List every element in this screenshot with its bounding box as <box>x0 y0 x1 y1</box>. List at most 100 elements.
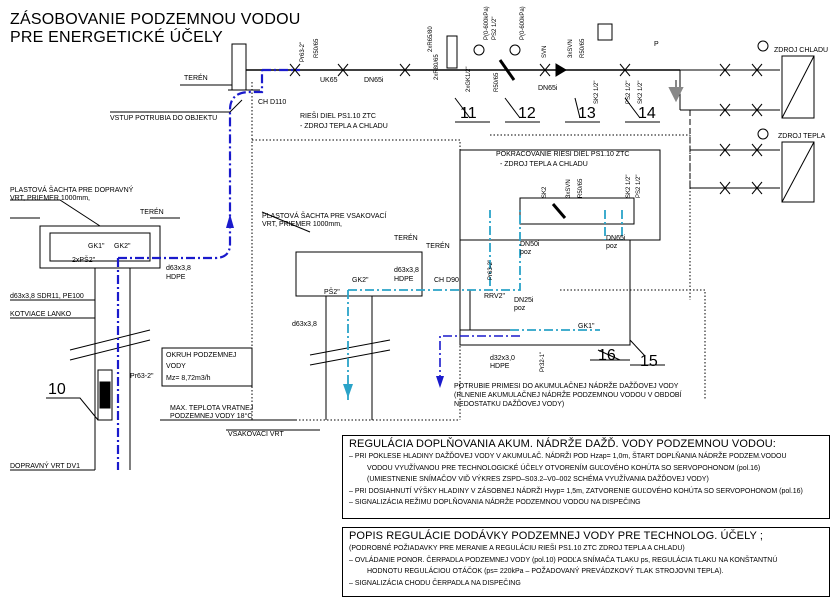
label-dn50: DN50i <box>520 241 540 248</box>
check-valve-icon <box>555 63 567 77</box>
label-sk2-top-b: SK2 1/2" <box>638 81 644 104</box>
pressure-gauge-icon <box>757 40 769 52</box>
callout-13: 13 <box>578 105 596 122</box>
pipe-blue-supply <box>118 70 264 260</box>
label-ps2-top-b: PS2 1/2" <box>626 81 632 104</box>
boundary-dotted-left <box>251 82 460 421</box>
label-kotvacie: KOTVIACE LANKO <box>10 311 72 318</box>
label-hdpe-3: HDPE <box>490 363 510 370</box>
label-dn65i: DN65i <box>364 77 384 84</box>
label-ps2-top: PS2 1/2" <box>492 17 498 40</box>
flow-arrow-up-icon <box>226 214 234 228</box>
label-max-2: PODZEMNEJ VODY 18°C <box>170 412 252 420</box>
box1-line: VODOU VYUŽÍVANOU PRE TECHNOLOGICKÉ ÚČELY… <box>367 464 761 472</box>
label-d63-right: d63x3,8 <box>394 267 419 274</box>
label-ps2-right: PŠ2" <box>324 287 340 296</box>
label-vsak-vrt: VSAKOVACÍ VRT <box>228 429 284 438</box>
well-vsak-casing <box>325 296 373 420</box>
label-doprav-vrt: DOPRAVNÝ VRT DV1 <box>10 461 80 470</box>
label-gk2: GK2" <box>114 243 131 250</box>
label-p-mark: P <box>654 41 659 48</box>
callout-11: 11 <box>460 105 477 122</box>
label-riesi-1: RIEŠI DIEL PS1.10 ZTC <box>300 111 376 120</box>
label-sk2-top: SK2 1/2" <box>594 81 600 104</box>
popis-regulacie-box: POPIS REGULÁCIE DODÁVKY PODZEMNEJ VODY P… <box>342 527 830 597</box>
valve-icon <box>719 63 731 77</box>
label-dn65i-3: DN65i <box>606 235 626 242</box>
box1-heading: REGULÁCIA DOPLŇOVANIA AKUM. NÁDRŽE DAŽĎ.… <box>349 438 776 450</box>
label-hdpe-right: HDPE <box>394 276 414 283</box>
box1-line: – PRI DOSIAHNUTÍ VÝŠKY HLADINY V ZÁSOBNE… <box>349 487 803 495</box>
label-pokracovanie-1: POKRAČOVANIE RIEŠI DIEL PS1.10 ZTC <box>496 149 629 158</box>
regulacia-doplnovania-box: REGULÁCIA DOPLŇOVANIA AKUM. NÁDRŽE DAŽĎ.… <box>342 435 830 519</box>
label-gk1-right: GK1" <box>578 323 595 330</box>
flow-arrow-down-icon <box>436 376 444 388</box>
label-ch-d110: CH D110 <box>258 99 286 106</box>
label-2xr65: 2xR65/80 <box>428 26 434 52</box>
label-d63-sdr: d63x3,8 SDR11, PE100 <box>10 293 84 300</box>
label-sk2-tank: SK2 <box>542 186 548 198</box>
label-okruh-1: OKRUH PODZEMNEJ <box>166 352 236 359</box>
valve-icon <box>289 63 301 77</box>
label-p600-b: P(0-600kPa) <box>520 6 526 40</box>
label-plast-doprav-1: PLASTOVÁ ŠACHTA PRE DOPRAVNÝ <box>10 185 134 194</box>
label-primes-3: NEDOSTATKU DAŽĎOVEJ VODY) <box>454 399 564 408</box>
valve-icon <box>751 181 763 195</box>
label-teren-top: TERÉN <box>184 73 208 82</box>
label-plast-vsak-1: PLASTOVÁ ŠACHTA PRE VSAKOVACÍ <box>262 211 387 220</box>
label-3xsvn-top: 3xSVN <box>568 39 574 58</box>
pressure-gauge-icon <box>509 44 521 56</box>
label-gk2-right: GK2" <box>352 277 369 284</box>
label-max-1: MAX. TEPLOTA VRATNEJ <box>170 405 253 412</box>
label-r50-65-b: R50/65 <box>494 72 500 92</box>
callout-16: 16 <box>598 347 616 364</box>
boundary-dotted-top <box>252 139 461 150</box>
valve-icon <box>619 63 631 77</box>
well-dv1-casing <box>94 268 131 470</box>
label-pr63-tank: Pr63-2" <box>488 260 494 280</box>
label-okruh-3: Mz= 8,72m3/h <box>166 375 211 382</box>
valve-icon <box>719 103 731 117</box>
flow-arrow-grey-icon <box>668 80 684 103</box>
label-r50-tank: R50/65 <box>578 178 584 198</box>
box2-heading: POPIS REGULÁCIE DODÁVKY PODZEMNEJ VODY P… <box>349 530 764 542</box>
label-poz-2: poz <box>514 305 526 312</box>
shaft-dv1-inner <box>49 232 151 262</box>
leader-10 <box>46 397 99 421</box>
shaft-vsak-top <box>295 251 423 297</box>
label-3xsvn-tank: 3xSVN <box>566 179 572 198</box>
expansion-vessel-icon <box>597 23 613 41</box>
callout-leader-13 <box>574 97 581 119</box>
label-primes-2: (PLNENIE AKUMULAČNEJ NÁDRŽE PODZEMNOU VO… <box>454 390 682 399</box>
leader-plast-vsak <box>261 211 311 233</box>
tank-lower-outline <box>459 240 631 346</box>
callout-leader-12 <box>504 97 521 119</box>
label-teren-right-2: TERÉN <box>426 241 450 250</box>
leader-16 <box>597 349 621 361</box>
label-hdpe-left: HDPE <box>166 274 186 281</box>
pipe-blue-mix <box>439 335 520 380</box>
label-2xr80: 2xR80/65 <box>434 54 440 80</box>
callout-14: 14 <box>638 105 656 122</box>
box1-line: – SIGNALIZÁCIA REŽIMU DOPLŇOVANIA NÁDRŽE… <box>349 499 641 506</box>
pressure-gauge-icon <box>757 128 769 140</box>
label-teren-right: TERÉN <box>394 233 418 242</box>
label-plast-doprav-2: VRT, PRIEMER 1000mm, <box>10 195 90 202</box>
boundary-dotted-lower-right <box>560 289 706 400</box>
label-ps2-tank: PS2 1/2" <box>636 175 642 198</box>
leader-15 <box>629 339 646 357</box>
pressure-gauge-icon <box>473 44 485 56</box>
label-pr32: Pr32-1" <box>540 352 546 372</box>
label-poz-1: poz <box>520 249 532 256</box>
label-teren-left: TERÉN <box>140 207 164 216</box>
label-zdroj-tepla: ZDROJ TEPLA <box>778 133 826 140</box>
label-2xps2: 2xPŠ2" <box>72 255 96 264</box>
box2-line: (PODROBNÉ POŽIADAVKY PRE MERANIE A REGUL… <box>349 545 685 552</box>
pump-motor-icon <box>99 381 111 409</box>
okruh-box <box>161 347 253 387</box>
label-primes-1: POTRUBIE PRIMESI DO AKUMULAČNEJ NÁDRŽE D… <box>454 381 679 390</box>
filter-housing <box>446 35 458 69</box>
label-dn65i-2: DN65i <box>538 85 558 92</box>
label-p600-a: P(0-600kPa) <box>484 6 490 40</box>
